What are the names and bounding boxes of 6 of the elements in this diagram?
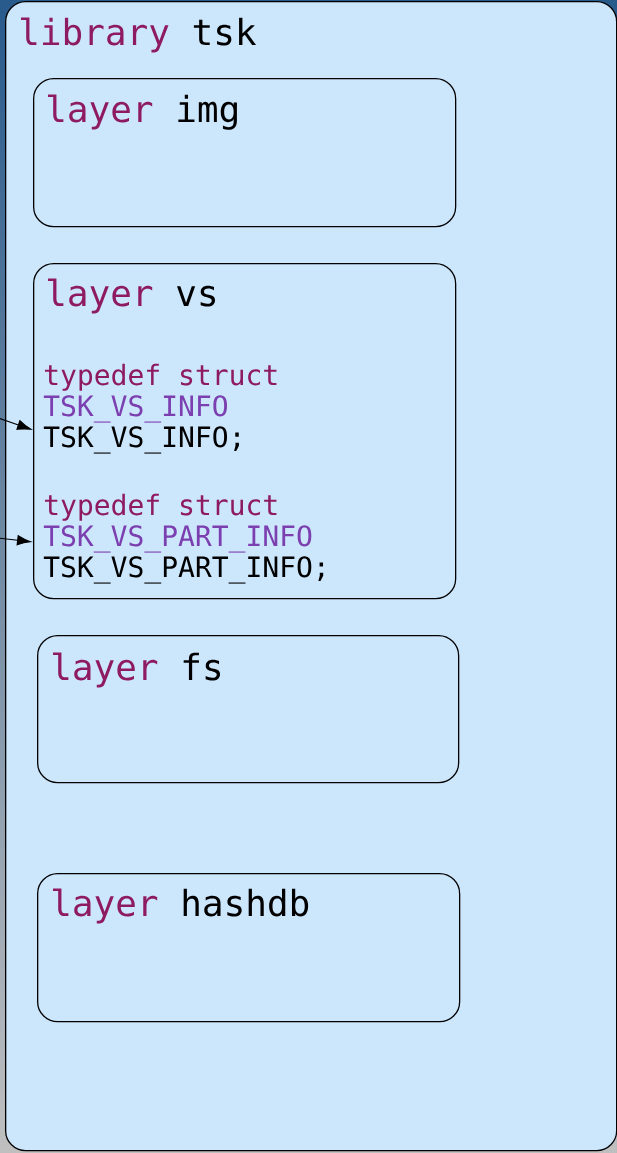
layer-box: layer img	[33, 78, 457, 228]
arrow	[0, 535, 31, 546]
layer-box: layer vs typedef struct TSK_VS_INFO TSK_VS_INFO; typedef struct TSK_VS_PART_INFO TSK_VS_PART_INFO;	[33, 263, 457, 600]
layer-box: layer fs	[37, 635, 460, 784]
arrow	[0, 417, 32, 430]
layer-box: layer hashdb	[37, 873, 461, 1023]
